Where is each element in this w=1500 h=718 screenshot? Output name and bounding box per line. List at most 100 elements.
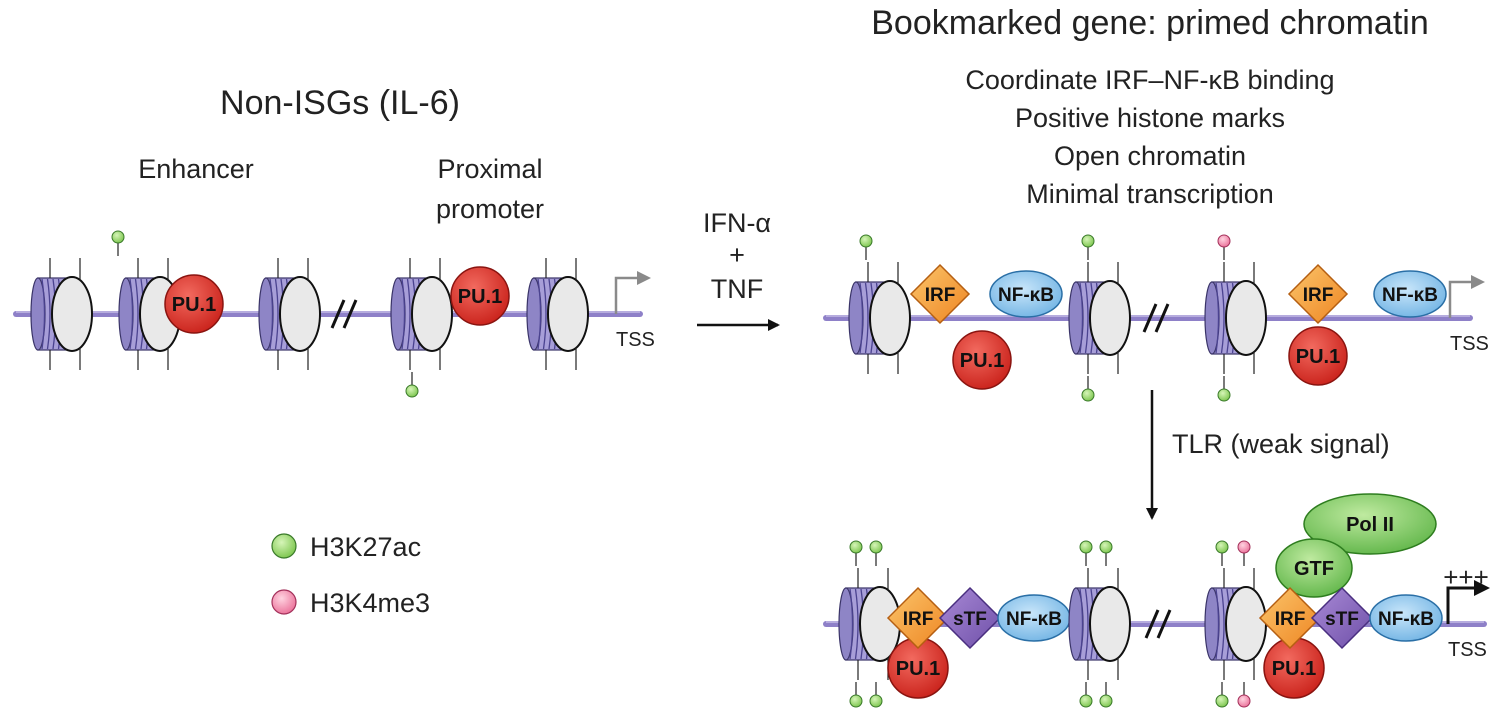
nucleosome (1068, 568, 1131, 680)
legend-h3k27ac-dot (271, 533, 297, 559)
legend-h3k4me3-label: H3K4me3 (310, 588, 430, 618)
arrow-label-ifn: IFN-α (703, 208, 771, 238)
h3k27ac-mark (1099, 540, 1113, 554)
pu1-label: PU.1 (172, 294, 216, 316)
left-title: Non-ISGs (IL-6) (220, 84, 460, 122)
coil-wrap (854, 588, 859, 660)
legend-h3k4me3-dot (271, 589, 297, 615)
nfkb-label: NF-κB (1378, 609, 1434, 630)
nfkb-factor (1369, 594, 1443, 642)
break-mark (1142, 303, 1158, 333)
coil-wrap (849, 588, 854, 660)
h3k27ac-mark (849, 540, 863, 554)
histone-face (547, 276, 589, 352)
tss-label: TSS (1448, 639, 1487, 661)
h3k27ac-mark (849, 694, 863, 708)
irf-label: IRF (903, 609, 934, 630)
histone-face (1089, 586, 1131, 662)
pu1-factor (952, 330, 1012, 390)
nucleosome (258, 258, 321, 370)
nfkb-label: NF-κB (1382, 285, 1438, 306)
irf-label: IRF (925, 285, 956, 306)
feature-4: Minimal transcription (1026, 179, 1274, 209)
feature-3: Open chromatin (1054, 141, 1246, 171)
tss-arrow (1446, 580, 1490, 624)
coil-wrap (1079, 282, 1084, 354)
h3k4me3-mark (1217, 234, 1231, 248)
nucleosome (1204, 568, 1267, 680)
nfkb-label: NF-κB (998, 285, 1054, 306)
nucleosome (30, 258, 93, 370)
h3k4me3-mark (1237, 694, 1251, 708)
tss-label: TSS (616, 329, 655, 351)
pol2-label: Pol II (1346, 514, 1394, 536)
coil-wrap (1079, 588, 1084, 660)
gtf-label: GTF (1294, 558, 1334, 580)
h3k27ac-mark (1079, 540, 1093, 554)
tss-arrow (1448, 275, 1485, 318)
pu1-label: PU.1 (960, 350, 1004, 372)
legend-h3k27ac-label: H3K27ac (310, 532, 421, 562)
nucleosome (1068, 262, 1131, 374)
irf-factor (1287, 263, 1349, 325)
stf-label: sTF (953, 609, 987, 630)
nfkb-label: NF-κB (1006, 609, 1062, 630)
promoter-label-line2: promoter (436, 194, 544, 224)
pu1-factor (164, 274, 224, 334)
histone-face (411, 276, 453, 352)
h3k4me3-mark (1237, 540, 1251, 554)
irf-label: IRF (1275, 609, 1306, 630)
feature-1: Coordinate IRF–NF-κB binding (965, 65, 1334, 95)
nucleosome (838, 568, 901, 680)
coil-wrap (864, 282, 869, 354)
break-mark (1156, 609, 1172, 639)
coil-wrap (406, 278, 411, 350)
coil-wrap (274, 278, 279, 350)
h3k27ac-mark (859, 234, 873, 248)
stf-factor (1310, 586, 1374, 650)
stf-factor (938, 586, 1002, 650)
coil-wrap (269, 278, 274, 350)
nucleosome (390, 258, 453, 370)
h3k27ac-mark (1099, 694, 1113, 708)
legend: H3K27ac H3K4me3 (271, 532, 430, 618)
h3k27ac-mark (1215, 694, 1229, 708)
histone-face (1225, 280, 1267, 356)
histone-face (869, 280, 911, 356)
nfkb-factor (1373, 270, 1447, 318)
coil-wrap (859, 282, 864, 354)
coil-wrap (129, 278, 134, 350)
pol2 (1303, 493, 1437, 555)
expression-level: +++ (1443, 562, 1489, 592)
h3k27ac-mark (869, 540, 883, 554)
right-title: Bookmarked gene: primed chromatin (871, 4, 1429, 42)
coil-wrap (537, 278, 542, 350)
feature-2: Positive histone marks (1015, 103, 1285, 133)
tlr-label: TLR (weak signal) (1172, 429, 1390, 459)
break-mark (342, 299, 358, 329)
break-mark (1154, 303, 1170, 333)
pu1-label: PU.1 (458, 286, 502, 308)
h3k27ac-mark (111, 230, 125, 244)
histone-face (51, 276, 93, 352)
h3k27ac-mark (1081, 388, 1095, 402)
h3k27ac-mark (1079, 694, 1093, 708)
coil-wrap (401, 278, 406, 350)
h3k27ac-mark (1081, 234, 1095, 248)
coil-wrap (1220, 588, 1225, 660)
pu1-label: PU.1 (896, 658, 940, 680)
coil-wrap (1084, 588, 1089, 660)
pu1-label: PU.1 (1272, 658, 1316, 680)
irf-label: IRF (1303, 285, 1334, 306)
coil-wrap (41, 278, 46, 350)
tss-arrow (614, 271, 651, 314)
nucleosome (1204, 262, 1267, 374)
coil-wrap (1220, 282, 1225, 354)
histone-face (1225, 586, 1267, 662)
histone-face (1089, 280, 1131, 356)
promoter-label-line1: Proximal (437, 154, 542, 184)
enhancer-label: Enhancer (138, 154, 254, 184)
histone-face (279, 276, 321, 352)
